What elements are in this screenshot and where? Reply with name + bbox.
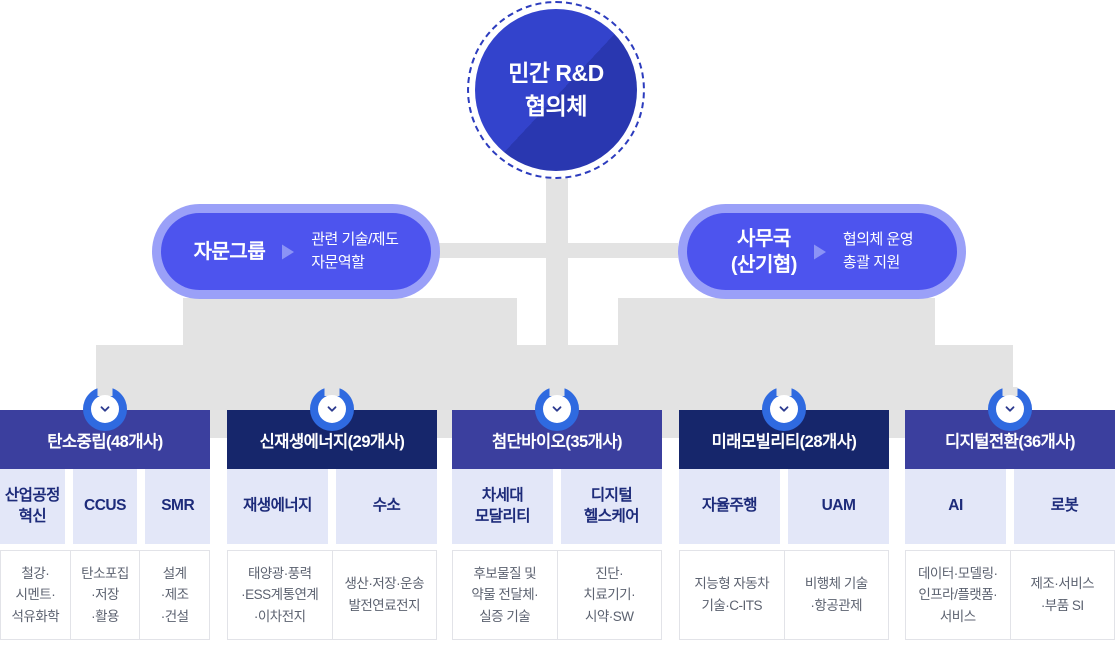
hub-dashed-ring: 민간 R&D 협의체	[467, 1, 645, 179]
detail-row: 후보물질 및 약물 전달체· 실증 기술 진단· 치료기기· 시약·SW	[452, 550, 662, 640]
sector-column-advanced-bio: 첨단바이오(35개사) 차세대 모달리티 디지털 헬스케어 후보물질 및 약물 …	[452, 387, 662, 640]
secretariat-node: 사무국 (산기협) 협의체 운영 총괄 지원	[678, 204, 966, 299]
subsector-title: SMR	[145, 469, 211, 544]
sector-column-renewable-energy: 신재생에너지(29개사) 재생에너지 수소 태양광·풍력 ·ESS계통연계 ·이…	[227, 387, 437, 640]
subsector-title: 수소	[336, 469, 437, 544]
subsector-title: AI	[905, 469, 1006, 544]
advisory-group-desc: 관련 기술/제도 자문역할	[311, 231, 399, 271]
detail-cell: 후보물질 및 약물 전달체· 실증 기술	[471, 565, 539, 624]
secretariat-label: 사무국 (산기협)	[730, 227, 798, 276]
subsector-title: CCUS	[72, 469, 138, 544]
subsector-row: 산업공정 혁신 CCUS SMR	[0, 469, 211, 544]
detail-cell: 진단· 치료기기· 시약·SW	[556, 551, 662, 639]
arrow-right-icon	[813, 244, 826, 259]
detail-cell: 설계 ·제조 ·건설	[139, 551, 209, 639]
subsector-title: 차세대 모달리티	[452, 469, 553, 544]
detail-row: 데이터·모델링· 인프라/플랫폼· 서비스 제조·서비스 ·부품 SI	[905, 550, 1115, 640]
chevron-down-icon[interactable]	[535, 387, 579, 431]
connector-right-block	[618, 298, 935, 347]
badge-notch	[549, 387, 565, 396]
hub-label: 민간 R&D 협의체	[508, 59, 604, 119]
hub-node: 민간 R&D 협의체	[475, 9, 637, 171]
detail-cell: 제조·서비스 ·부품 SI	[1009, 551, 1115, 639]
detail-cell: 철강· 시멘트· 석유화학	[11, 565, 60, 624]
detail-row: 태양광·풍력 ·ESS계통연계 ·이차전지 생산·저장·운송 발전연료전지	[227, 550, 437, 640]
badge-notch	[97, 387, 113, 396]
detail-cell: 데이터·모델링· 인프라/플랫폼· 서비스	[917, 565, 998, 624]
sector-column-future-mobility: 미래모빌리티(28개사) 자율주행 UAM 지능형 자동차 기술·C-ITS 비…	[679, 387, 889, 640]
subsector-title: 자율주행	[679, 469, 780, 544]
detail-row: 철강· 시멘트· 석유화학 탄소포집 ·저장 ·활용 설계 ·제조 ·건설	[0, 550, 210, 640]
badge-circle	[770, 395, 798, 423]
secretariat-inner: 사무국 (산기협) 협의체 운영 총괄 지원	[687, 213, 957, 290]
subsector-row: 차세대 모달리티 디지털 헬스케어	[452, 469, 662, 544]
badge-circle	[543, 395, 571, 423]
connector-pill-line	[438, 243, 678, 258]
badge-circle	[91, 395, 119, 423]
badge-notch	[776, 387, 792, 396]
subsector-title: 재생에너지	[227, 469, 328, 544]
badge-circle	[318, 395, 346, 423]
subsector-row: 재생에너지 수소	[227, 469, 437, 544]
subsector-title: UAM	[788, 469, 889, 544]
sector-column-digital-transformation: 디지털전환(36개사) AI 로봇 데이터·모델링· 인프라/플랫폼· 서비스 …	[905, 387, 1115, 640]
arrow-right-icon	[282, 244, 295, 259]
detail-row: 지능형 자동차 기술·C-ITS 비행체 기술 ·항공관제	[679, 550, 889, 640]
badge-circle	[996, 395, 1024, 423]
detail-cell: 비행체 기술 ·항공관제	[783, 551, 889, 639]
detail-cell: 태양광·풍력 ·ESS계통연계 ·이차전지	[241, 565, 319, 624]
subsector-row: AI 로봇	[905, 469, 1115, 544]
subsector-title: 디지털 헬스케어	[561, 469, 662, 544]
subsector-row: 자율주행 UAM	[679, 469, 889, 544]
badge-notch	[324, 387, 340, 396]
chevron-down-icon[interactable]	[988, 387, 1032, 431]
advisory-group-inner: 자문그룹 관련 기술/제도 자문역할	[161, 213, 431, 290]
subsector-title: 산업공정 혁신	[0, 469, 65, 544]
advisory-group-node: 자문그룹 관련 기술/제도 자문역할	[152, 204, 440, 299]
connector-left-block	[183, 298, 517, 347]
detail-cell: 생산·저장·운송 발전연료전지	[331, 551, 437, 639]
advisory-group-label: 자문그룹	[193, 240, 266, 263]
chevron-down-icon[interactable]	[83, 387, 127, 431]
subsector-title: 로봇	[1014, 469, 1115, 544]
detail-cell: 지능형 자동차 기술·C-ITS	[694, 576, 770, 613]
sector-column-carbon-neutral: 탄소중립(48개사) 산업공정 혁신 CCUS SMR 철강· 시멘트· 석유화…	[0, 387, 211, 640]
chevron-down-icon[interactable]	[310, 387, 354, 431]
detail-cell: 탄소포집 ·저장 ·활용	[69, 551, 140, 639]
badge-notch	[1002, 387, 1018, 396]
secretariat-desc: 협의체 운영 총괄 지원	[842, 231, 914, 271]
chevron-down-icon[interactable]	[762, 387, 806, 431]
